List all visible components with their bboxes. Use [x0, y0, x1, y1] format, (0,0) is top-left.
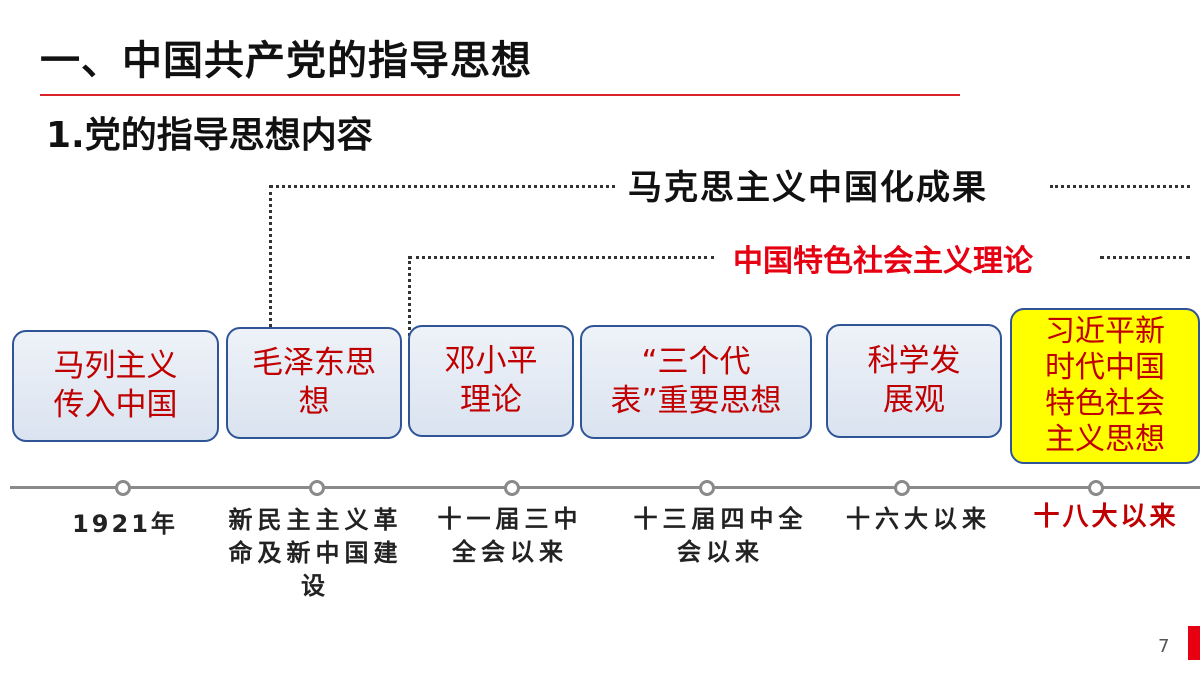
timeline-marker — [894, 480, 910, 496]
slide-title: 一、中国共产党的指导思想 — [40, 38, 532, 84]
stage-box-mao-zedong-thought: 毛泽东思想 — [226, 327, 402, 439]
group-label-marxism-sinicization: 马克思主义中国化成果 — [628, 168, 988, 208]
stage-box-deng-xiaoping-theory: 邓小平理论 — [408, 325, 574, 437]
slide-subtitle: 1.党的指导思想内容 — [46, 115, 373, 156]
bracket-line-vertical-1 — [269, 185, 272, 327]
period-label: 十一届三中全会以来 — [437, 505, 583, 566]
period-label-highlight: 十八大以来 — [1033, 502, 1179, 532]
period-label: 十三届四中全会以来 — [633, 505, 808, 566]
stage-box-xi-jinping-thought: 习近平新时代中国特色社会主义思想 — [1010, 308, 1200, 464]
page-number: 7 — [1158, 636, 1170, 657]
group-label-socialism-theory: 中国特色社会主义理论 — [733, 244, 1033, 279]
timeline-marker — [1088, 480, 1104, 496]
bracket-line-left-1 — [270, 185, 615, 188]
stage-name: 邓小平理论 — [444, 343, 538, 418]
timeline-marker — [504, 480, 520, 496]
stage-box-scientific-outlook: 科学发展观 — [826, 324, 1002, 438]
stage-box-three-represents: “三个代表”重要思想 — [580, 325, 812, 439]
period-label: 十六大以来 — [846, 505, 991, 533]
period-label: 新民主主义革命及新中国建设 — [228, 506, 403, 600]
timeline-axis — [10, 486, 1200, 489]
title-underline — [40, 94, 960, 96]
stage-name: “三个代表”重要思想 — [610, 344, 782, 419]
corner-accent-bar — [1188, 626, 1200, 660]
stage-name: 毛泽东思想 — [252, 345, 376, 420]
timeline-marker — [115, 480, 131, 496]
timeline-marker — [309, 480, 325, 496]
stage-name: 习近平新时代中国特色社会主义思想 — [1045, 314, 1165, 457]
bracket-line-right-2 — [1100, 256, 1190, 259]
bracket-line-vertical-2 — [408, 256, 411, 336]
stage-name: 马列主义传入中国 — [53, 348, 178, 423]
bracket-line-right-1 — [1050, 185, 1190, 188]
stage-name: 科学发展观 — [867, 343, 961, 418]
period-label: 1921年 — [72, 510, 178, 538]
bracket-line-left-2 — [409, 256, 714, 259]
timeline-marker — [699, 480, 715, 496]
stage-box-marxism-leninism: 马列主义传入中国 — [12, 330, 219, 442]
